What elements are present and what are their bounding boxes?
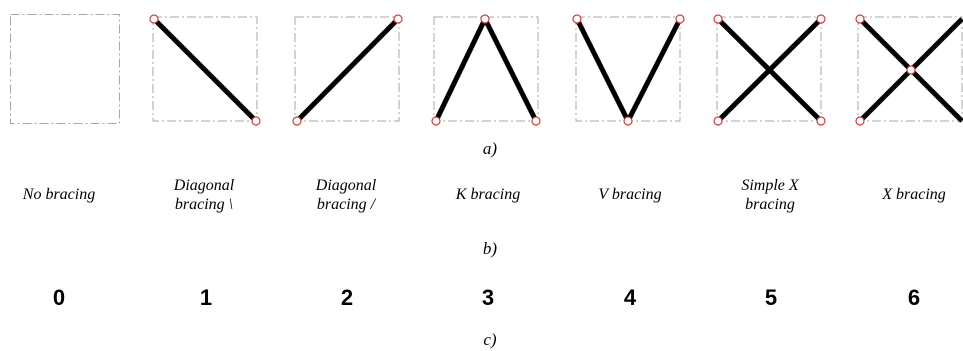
bracing-code-3: 3 [481,285,495,310]
node-top-left [572,14,582,24]
panel-v-bracing [572,14,685,128]
bracing-name-2: Diagonal bracing / [281,176,411,214]
bracing-code-4: 4 [623,285,637,310]
section-label-b: b) [482,239,498,258]
node-bottom-left [713,116,723,126]
diagonal-member [295,17,400,123]
bracing-name-line: K bracing [455,186,521,203]
node-bottom-right [531,116,541,126]
node-bottom-left [855,116,865,126]
frame-outline [10,14,120,124]
section-label-a: a) [482,139,498,158]
bracing-name-0: No bracing [0,185,124,204]
panel-simple-x-bracing [713,14,826,128]
bracing-name-line: bracing [745,196,795,213]
node-bottom-right [816,116,826,126]
frame-outline [716,16,822,122]
left-member [433,17,488,123]
node-top-right [816,14,826,24]
bracing-code-0: 0 [52,285,66,310]
frame-outline [433,16,539,122]
panel-diagonal-slash [292,14,404,128]
bracing-name-5: Simple X bracing [705,176,835,214]
node-top-left [855,14,865,24]
node-top-right [675,14,685,24]
frame-outline [152,16,258,122]
section-label-c: c) [483,330,497,349]
bracing-name-3: K bracing [423,185,553,204]
node-top-right [393,14,403,24]
node-top-left [713,14,723,24]
panel-k-bracing [431,14,543,128]
bracing-name-line: bracing / [316,196,376,213]
left-member [574,17,631,123]
panel-x-bracing [855,14,963,128]
right-member [625,17,683,123]
bracing-name-6: X bracing [849,185,963,204]
frame-outline [575,16,681,122]
node-center [906,65,916,75]
bracing-name-1: Diagonal bracing \ [139,176,269,214]
bracing-name-line: bracing \ [174,196,234,213]
bracing-name-4: V bracing [565,185,695,204]
bracing-name-line: V bracing [598,186,662,203]
bracing-code-5: 5 [764,285,778,310]
bracing-name-line: X bracing [882,186,946,203]
bracing-name-line: Diagonal [315,177,377,194]
node-top-left [149,14,159,24]
right-member [482,17,539,123]
panel-diagonal-backslash [149,14,262,128]
frame-outline [857,16,963,122]
node-bottom-left [292,116,302,126]
frame-outline [294,16,400,122]
node-bottom-center [623,116,633,126]
node-bottom-left [431,116,441,126]
bracing-name-line: No bracing [22,186,96,203]
panel-no-bracing [10,14,122,128]
bracing-code-1: 1 [199,285,213,310]
bracing-code-6: 6 [907,285,921,310]
node-top-center [480,14,490,24]
bracing-code-2: 2 [340,285,354,310]
bracing-name-line: Diagonal [173,177,235,194]
diagonal-member-b [716,17,823,123]
diagonal-member [152,17,258,123]
bracing-name-line: Simple X [741,177,799,194]
node-bottom-right [251,116,261,126]
